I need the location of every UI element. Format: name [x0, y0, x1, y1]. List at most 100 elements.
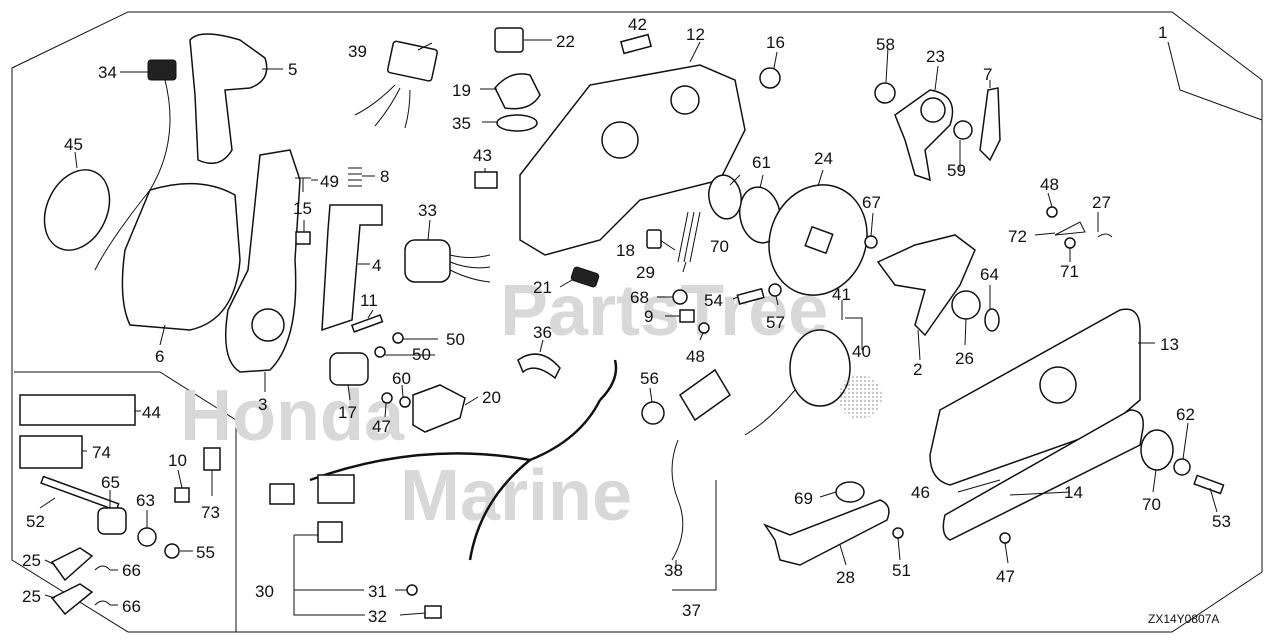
part-label-73[interactable]: 73: [201, 503, 220, 522]
part-label-16[interactable]: 16: [766, 33, 785, 52]
cap-22: [494, 27, 524, 53]
part-label-17[interactable]: 17: [338, 403, 357, 422]
part-label-45[interactable]: 45: [64, 135, 83, 154]
part-label-71[interactable]: 71: [1060, 262, 1079, 281]
part-label-40[interactable]: 40: [852, 342, 871, 361]
part-label-63[interactable]: 63: [136, 491, 155, 510]
part-label-60[interactable]: 60: [392, 369, 411, 388]
watermark-marine: Marine: [400, 456, 632, 536]
part-label-44[interactable]: 44: [142, 403, 161, 422]
part-label-18[interactable]: 18: [616, 241, 635, 260]
housing-12: [519, 64, 746, 256]
part-label-33[interactable]: 33: [418, 201, 437, 220]
lanyard-38: [671, 439, 684, 561]
bolt-49: [295, 177, 311, 192]
part-label-58[interactable]: 58: [876, 35, 895, 54]
part-label-23[interactable]: 23: [926, 47, 945, 66]
part-label-70b[interactable]: 70: [1142, 495, 1161, 514]
part-label-54[interactable]: 54: [704, 291, 723, 310]
part-label-32[interactable]: 32: [368, 607, 387, 626]
part-label-49[interactable]: 49: [320, 172, 339, 191]
part-label-50a[interactable]: 50: [446, 330, 465, 349]
part-labels: 1 2 3 4 5 6 7 8 9 10 11 12 13 14 15 16 1…: [22, 15, 1231, 626]
link-plate-2: [876, 234, 976, 337]
part-label-24[interactable]: 24: [814, 149, 833, 168]
part-label-56[interactable]: 56: [640, 369, 659, 388]
subframe-left: [14, 371, 237, 632]
part-label-6[interactable]: 6: [155, 347, 164, 366]
part-label-50b[interactable]: 50: [412, 345, 431, 364]
part-label-5[interactable]: 5: [288, 60, 297, 79]
washer-63: [137, 527, 157, 547]
main-harness: [309, 359, 618, 561]
trim-switch-41: [789, 329, 851, 407]
part-label-46[interactable]: 46: [911, 483, 930, 502]
part-label-21[interactable]: 21: [533, 278, 552, 297]
part-label-53[interactable]: 53: [1212, 512, 1231, 531]
part-label-36[interactable]: 36: [533, 323, 552, 342]
screw-60: [399, 396, 411, 408]
part-label-62[interactable]: 62: [1176, 405, 1195, 424]
part-label-38[interactable]: 38: [664, 561, 683, 580]
part-label-12[interactable]: 12: [686, 25, 705, 44]
bracket-25a: [50, 547, 94, 582]
part-label-41[interactable]: 41: [832, 285, 851, 304]
part-label-43[interactable]: 43: [473, 146, 492, 165]
part-label-27[interactable]: 27: [1092, 193, 1111, 212]
part-label-2[interactable]: 2: [913, 360, 922, 379]
part-label-13[interactable]: 13: [1160, 335, 1179, 354]
spring-8: [348, 167, 362, 187]
part-label-14[interactable]: 14: [1064, 483, 1083, 502]
part-label-15[interactable]: 15: [293, 199, 312, 218]
part-label-66a[interactable]: 66: [122, 561, 141, 580]
part-label-57[interactable]: 57: [766, 313, 785, 332]
part-label-20[interactable]: 20: [482, 388, 501, 407]
part-label-19[interactable]: 19: [452, 81, 471, 100]
part-label-3[interactable]: 3: [258, 395, 267, 414]
part-label-61[interactable]: 61: [752, 153, 771, 172]
part-label-11[interactable]: 11: [360, 291, 378, 310]
clip-9: [679, 309, 695, 323]
part-label-72[interactable]: 72: [1008, 227, 1027, 246]
part-label-64[interactable]: 64: [980, 265, 999, 284]
part-label-29[interactable]: 29: [636, 263, 655, 282]
part-label-66b[interactable]: 66: [122, 597, 141, 616]
part-label-25b[interactable]: 25: [22, 587, 41, 606]
gear-slot-24: [804, 225, 834, 255]
part-label-4[interactable]: 4: [372, 256, 381, 275]
part-label-48b[interactable]: 48: [686, 347, 705, 366]
part-label-35[interactable]: 35: [452, 114, 471, 133]
part-label-68[interactable]: 68: [630, 288, 649, 307]
part-label-59[interactable]: 59: [947, 161, 966, 180]
part-label-55[interactable]: 55: [196, 543, 215, 562]
part-label-48a[interactable]: 48: [1040, 175, 1059, 194]
part-label-69[interactable]: 69: [794, 489, 813, 508]
connector-18: [646, 229, 662, 249]
part-label-25a[interactable]: 25: [22, 551, 41, 570]
part-label-65[interactable]: 65: [101, 473, 120, 492]
part-label-47b[interactable]: 47: [996, 567, 1015, 586]
part-label-47a[interactable]: 47: [372, 417, 391, 436]
part-label-10[interactable]: 10: [168, 451, 187, 470]
stop-switch: [679, 368, 731, 422]
part-label-7[interactable]: 7: [983, 65, 992, 84]
part-label-30[interactable]: 30: [255, 582, 274, 601]
part-label-8[interactable]: 8: [380, 167, 389, 186]
part-label-37[interactable]: 37: [682, 601, 701, 620]
part-label-52[interactable]: 52: [26, 512, 45, 531]
part-label-51[interactable]: 51: [892, 561, 911, 580]
part-label-28[interactable]: 28: [836, 568, 855, 587]
part-label-22[interactable]: 22: [556, 32, 575, 51]
part-label-67[interactable]: 67: [862, 193, 881, 212]
part-label-9[interactable]: 9: [644, 307, 653, 326]
spacer-65: [97, 507, 127, 535]
part-label-39[interactable]: 39: [348, 42, 367, 61]
part-label-31[interactable]: 31: [368, 582, 387, 601]
part-label-26[interactable]: 26: [955, 349, 974, 368]
part-label-74[interactable]: 74: [92, 443, 111, 462]
pivot-3: [251, 308, 285, 342]
part-label-34[interactable]: 34: [98, 63, 117, 82]
part-label-70a[interactable]: 70: [710, 237, 729, 256]
part-label-1[interactable]: 1: [1158, 23, 1167, 42]
part-label-42[interactable]: 42: [628, 15, 647, 34]
